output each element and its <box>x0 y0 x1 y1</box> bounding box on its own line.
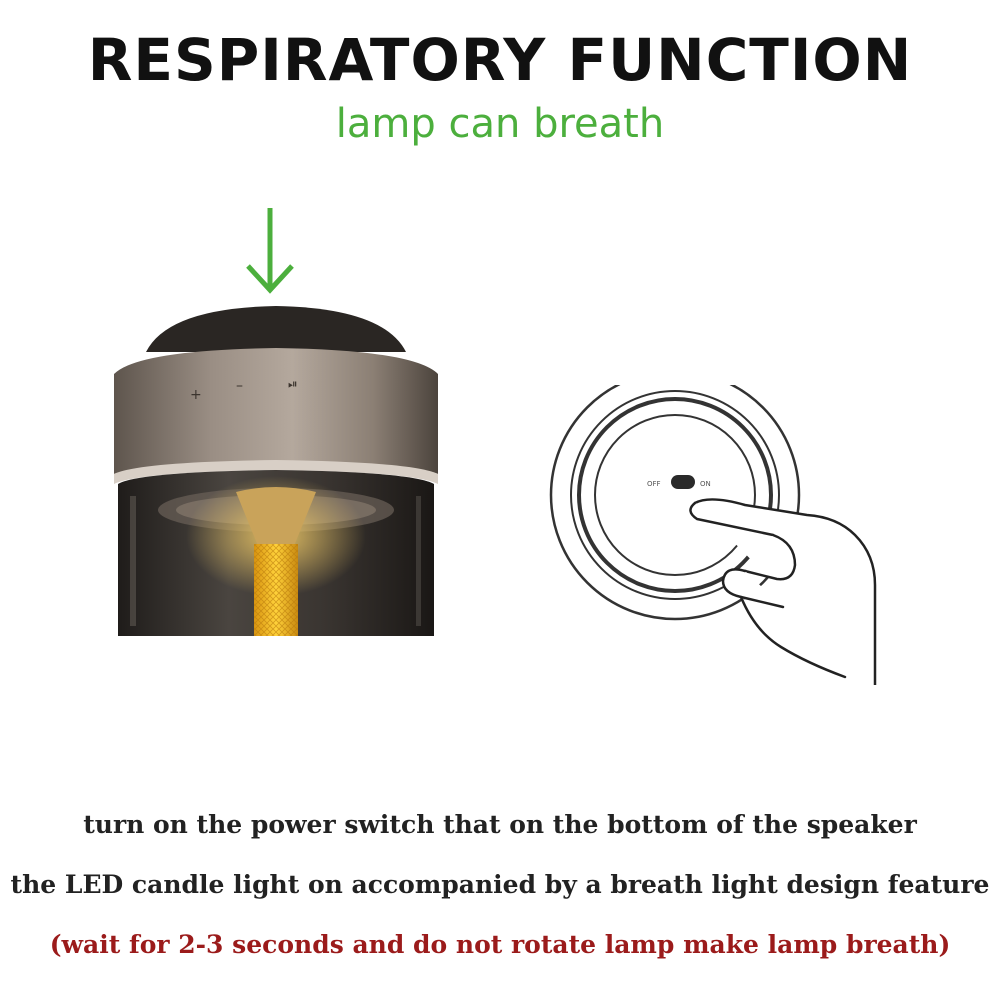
hand-icon <box>689 498 877 685</box>
power-switch <box>671 475 695 489</box>
lamp-product-image: + – ⏯ <box>114 306 438 636</box>
instruction-line-1: turn on the power switch that on the bot… <box>83 810 917 839</box>
minus-button-mark: – <box>236 378 243 394</box>
page-subtitle: lamp can breath <box>335 101 665 147</box>
power-switch-diagram: OFF ON <box>549 385 877 685</box>
page-title: RESPIRATORY FUNCTION <box>87 26 913 94</box>
switch-on-label: ON <box>700 480 711 488</box>
play-button-mark: ⏯ <box>288 377 298 391</box>
instruction-line-2: the LED candle light on accompanied by a… <box>10 870 990 899</box>
down-arrow-icon <box>246 208 294 294</box>
plus-button-mark: + <box>190 387 202 403</box>
instruction-note: (wait for 2-3 seconds and do not rotate … <box>49 930 951 959</box>
switch-off-label: OFF <box>647 480 661 488</box>
